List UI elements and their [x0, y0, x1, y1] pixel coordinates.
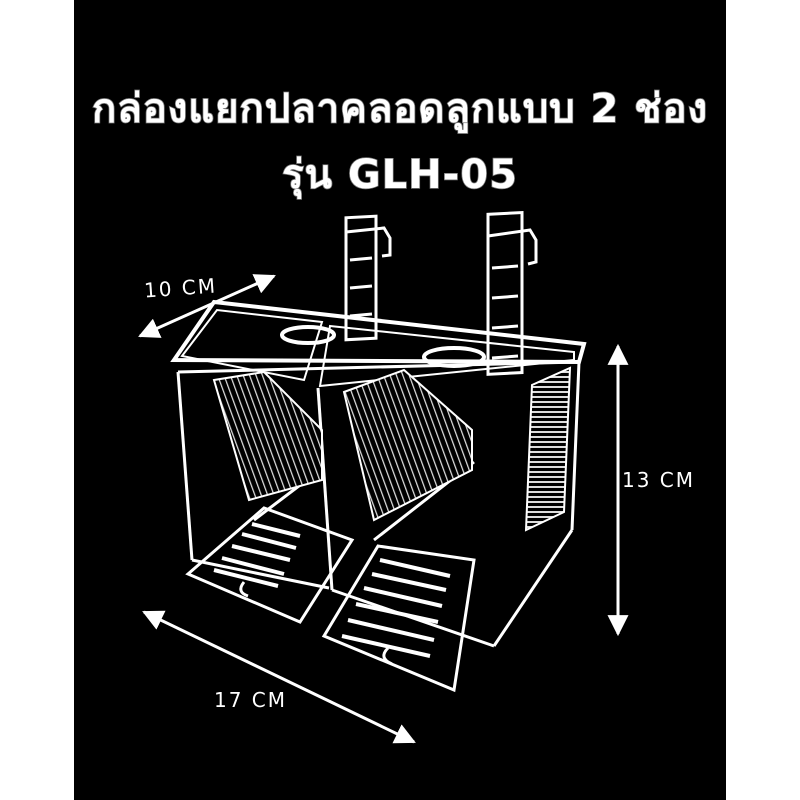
width-label: 10 CM: [143, 273, 218, 303]
left-hang-hook: [344, 214, 392, 342]
product-model: รุ่น GLH-05: [281, 151, 518, 199]
box-body: [176, 360, 581, 648]
bottom-tray-left: [185, 506, 355, 624]
length-arrow: [142, 610, 416, 744]
bottom-tray-right: [321, 544, 476, 693]
right-hang-hook: [486, 210, 538, 376]
mesh-divider-left: [212, 370, 323, 502]
product-title: กล่องแยกปลาคลอดลูกแบบ 2 ช่อง: [91, 85, 709, 133]
height-label: 13 CM: [622, 468, 696, 492]
mesh-divider-right: [342, 368, 473, 522]
breeding-box-illustration: [138, 210, 629, 744]
product-image-panel: กล่องแยกปลาคลอดลูกแบบ 2 ช่อง รุ่น GLH-05: [74, 0, 726, 800]
side-mesh-panel: [524, 366, 572, 532]
length-label: 17 CM: [214, 688, 288, 712]
width-arrow: [138, 274, 276, 338]
